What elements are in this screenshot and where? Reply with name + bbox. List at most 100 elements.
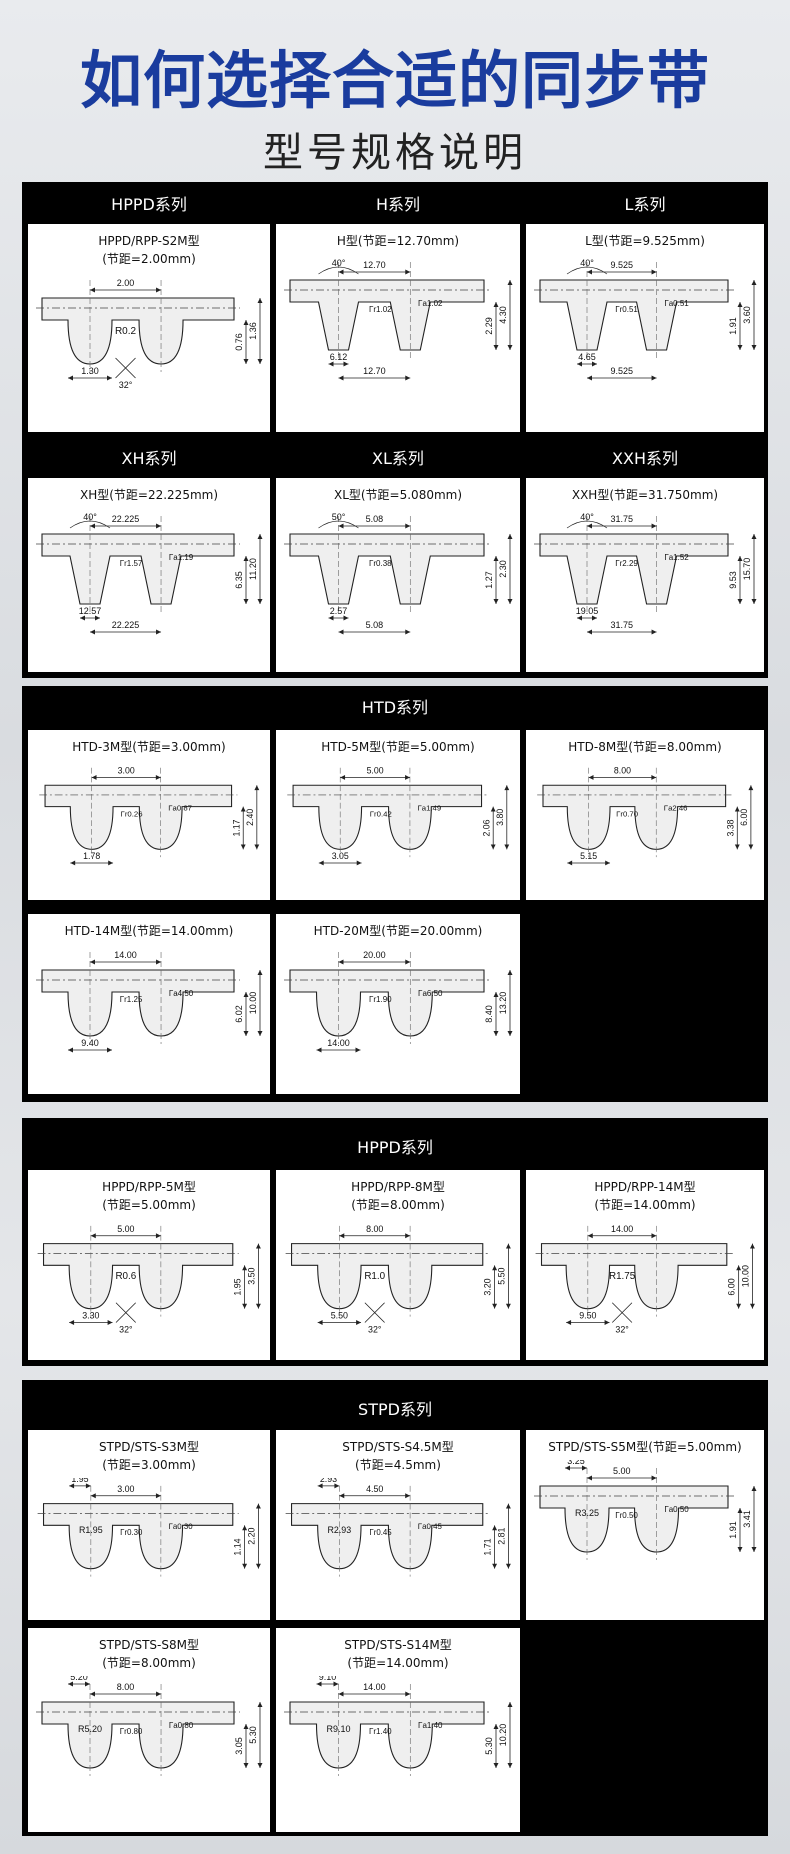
total-height-dim-label: 3.41: [742, 1510, 752, 1528]
angle-label: 40°: [83, 512, 97, 522]
tooth-height-dim-label: 5.30: [484, 1737, 494, 1755]
angle-label: 50°: [332, 512, 346, 522]
angle-label: 40°: [580, 258, 594, 268]
pitch-bottom-dim-label: 22.225: [112, 620, 140, 630]
model-pitch: (节距=8.00mm): [102, 1656, 196, 1670]
pitch-dim-label: 9.525: [611, 260, 634, 270]
pitch-dim-label: 20.00: [363, 950, 386, 960]
tip-fillet-label: Γa6.50: [418, 989, 443, 998]
model-label: STPD/STS-S3M型(节距=3.00mm): [28, 1438, 270, 1474]
total-height-dim-label: 2.20: [246, 1527, 256, 1544]
tooth-height-dim-label: 6.00: [727, 1278, 737, 1295]
tip-fillet-label: Γa2.46: [664, 804, 688, 813]
tooth-span-dim-arrows: [69, 1483, 91, 1489]
model-label: HPPD/RPP-S2M型(节距=2.00mm): [28, 232, 270, 268]
total-height-dim-label: 2.81: [496, 1527, 506, 1544]
tooth-height-dim-label: 2.06: [481, 819, 491, 836]
tooth-width-dim-label: 5.15: [580, 851, 597, 861]
model-label: XH型(节距=22.225mm): [28, 486, 270, 504]
tooth-height-dim-arrows: [493, 1724, 499, 1768]
model-pitch: (节距=14.00mm): [594, 1198, 696, 1212]
angle-arc: [566, 520, 608, 529]
tooth-span-dim-label: 9.10: [319, 1676, 337, 1682]
root-fillet-label: Γr0.30: [120, 1528, 143, 1537]
model-pitch: (节距=5.00mm): [102, 1198, 196, 1212]
pitch-dim-label: 4.50: [366, 1484, 383, 1494]
pitch-dim-label: 22.225: [112, 514, 140, 524]
tooth-base-dim-label: 6.12: [330, 352, 348, 362]
total-height-dim-label: 13.20: [498, 992, 508, 1015]
model-name: HPPD/RPP-14M型: [594, 1180, 696, 1194]
tooth-base-dim-label: 12.57: [79, 606, 102, 616]
tip-fillet-label: Γa0.80: [169, 1721, 194, 1730]
model-label: STPD/STS-S8M型(节距=8.00mm): [28, 1636, 270, 1672]
tooth-span-dim-label: 3.25: [567, 1460, 585, 1466]
model-label: H型(节距=12.70mm): [276, 232, 520, 250]
tooth-height-dim-arrows: [736, 1265, 742, 1309]
root-fillet-label: Γr0.51: [615, 305, 638, 314]
tooth-width-dim-label: 3.30: [82, 1311, 99, 1321]
angle-arc: [318, 266, 359, 275]
belt-tooth-profile-diagram: 22.22512.5722.2256.3511.2040°Γr1.57Γa1.1…: [36, 512, 263, 635]
tooth-height-dim-label: 3.38: [725, 819, 735, 836]
total-height-dim-label: 15.70: [742, 558, 752, 581]
pitch-dim-label: 5.00: [117, 1224, 134, 1234]
model-name: STPD/STS-S14M型: [344, 1638, 452, 1652]
model-label: STPD/STS-S4.5M型(节距=4.5mm): [276, 1438, 520, 1474]
tooth-height-dim-arrows: [242, 1525, 248, 1569]
tooth-height-dim-arrows: [493, 302, 499, 350]
angle-label: 32°: [119, 1324, 133, 1334]
model-label: STPD/STS-S14M型(节距=14.00mm): [276, 1636, 520, 1672]
root-fillet-label: Γr0.26: [121, 809, 143, 818]
root-radius-label: R1.95: [79, 1525, 103, 1535]
model-name: XL型(节距=5.080mm): [333, 488, 463, 502]
belt-profile: 22.22512.5722.2256.3511.2040°Γr1.57Γa1.1…: [36, 512, 263, 635]
tooth-span-dim-arrows: [316, 1681, 339, 1687]
angle-cross: [364, 1302, 385, 1323]
radius-label: R0.6: [115, 1271, 136, 1282]
model-name: STPD/STS-S5M型(节距=5.00mm): [548, 1440, 742, 1454]
tooth-width-dim-arrows: [69, 1320, 113, 1325]
tooth-base-dim-label: 19.05: [576, 606, 599, 616]
tooth-base-dim-arrows: [80, 615, 100, 621]
root-fillet-label: Γr1.02: [369, 305, 392, 314]
total-height-dim-label: 3.80: [495, 809, 505, 826]
tooth-span-dim-label: 1.95: [71, 1478, 88, 1484]
pitch-dim-label: 5.00: [613, 1466, 631, 1476]
tooth-width-dim-arrows: [318, 860, 362, 866]
tip-fillet-label: Γa1.19: [169, 553, 194, 562]
tooth-width-dim-arrows: [68, 1047, 112, 1053]
root-fillet-label: Γr0.80: [120, 1727, 143, 1736]
model-label: XXH型(节距=31.750mm): [526, 486, 764, 504]
page-subtitle: 型号规格说明: [263, 130, 527, 176]
pitch-dim-label: 8.00: [366, 1224, 383, 1234]
model-name: HPPD/RPP-S2M型: [98, 234, 200, 248]
tooth-span-dim-label: 2.93: [320, 1478, 337, 1484]
pitch-dim-label: 8.00: [117, 1682, 135, 1692]
tooth-width-dim-arrows: [316, 1047, 361, 1053]
tooth-height-dim-arrows: [737, 1508, 743, 1552]
pitch-bottom-dim-label: 5.08: [366, 620, 384, 630]
model-label: HTD-3M型(节距=3.00mm): [28, 738, 270, 756]
model-name: HPPD/RPP-5M型: [102, 1180, 196, 1194]
model-name: L型(节距=9.525mm): [585, 234, 705, 248]
tip-fillet-label: Γa1.49: [417, 804, 441, 813]
